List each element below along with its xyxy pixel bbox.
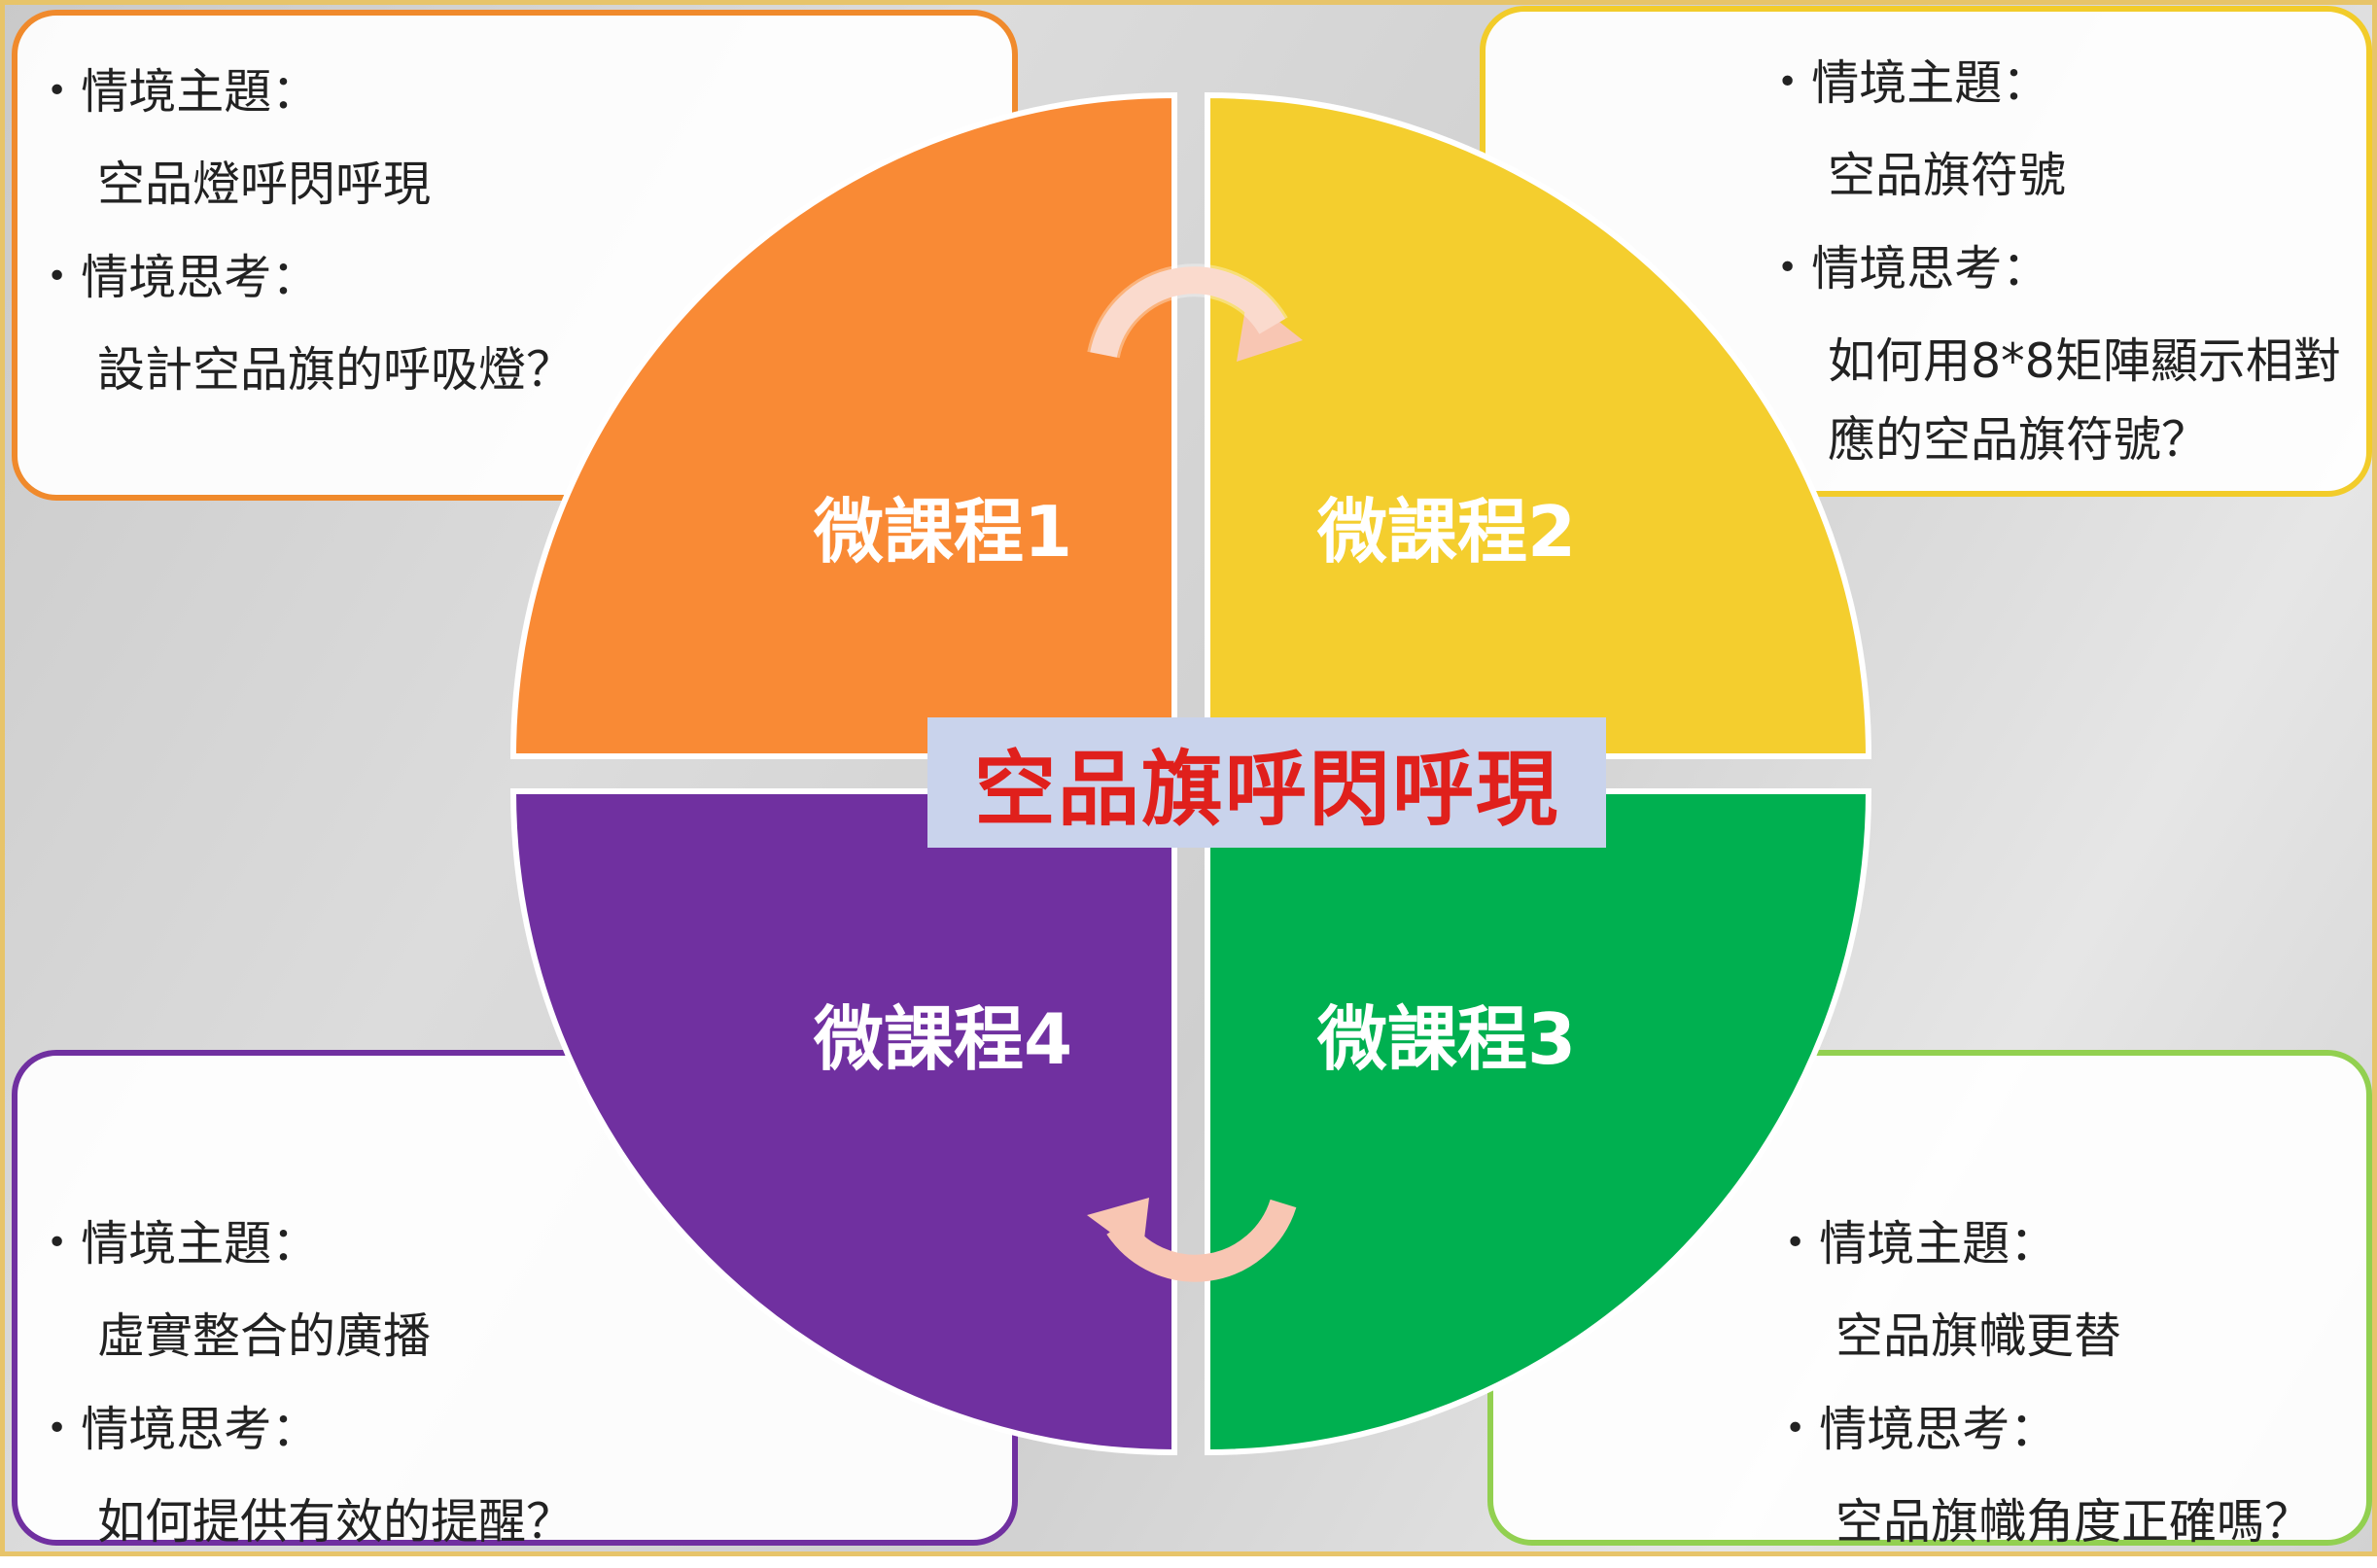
question-text: 設計空品旗的呼吸燈？ xyxy=(97,342,575,398)
topic-label: 情境主題： xyxy=(1785,1197,2312,1290)
cycle-arrow-top-icon xyxy=(1087,263,1303,362)
topic-label: 情境主題： xyxy=(47,1197,574,1290)
quadrant-1-label: 微課程1 xyxy=(813,491,1073,573)
quadrant-3 xyxy=(1205,788,1872,1456)
question-text-line1: 如何用8*8矩陣顯示相對 xyxy=(1828,333,2341,389)
topic-text: 空品燈呼閃呼現 xyxy=(97,157,432,212)
quadrant-3-label: 微課程3 xyxy=(1316,998,1577,1080)
topic-text: 空品旗幟更替 xyxy=(1835,1308,2122,1364)
card-micro-course-1: 情境主題： 空品燈呼閃呼現 情境思考： 設計空品旗的呼吸燈？ xyxy=(12,10,1018,501)
topic-text: 虛實整合的廣播 xyxy=(97,1308,432,1364)
topic-label: 情境主題： xyxy=(1777,36,2341,129)
center-title: 空品旗呼閃呼現 xyxy=(927,717,1606,848)
question-text: 如何提供有效的提醒？ xyxy=(97,1494,575,1550)
quadrant-4-label: 微課程4 xyxy=(813,998,1073,1080)
quadrant-4 xyxy=(509,788,1177,1456)
question-label: 情境思考： xyxy=(1777,222,2341,315)
quadrant-2-label: 微課程2 xyxy=(1316,491,1577,573)
quadrant-1 xyxy=(509,91,1177,759)
quadrant-2 xyxy=(1205,91,1872,759)
question-label: 情境思考： xyxy=(47,230,574,324)
question-text: 空品旗幟角度正確嗎？ xyxy=(1835,1494,2313,1550)
topic-text: 空品旗符號 xyxy=(1828,148,2067,203)
cycle-arrow-bottom-icon xyxy=(1087,1198,1297,1282)
topic-label: 情境主題： xyxy=(47,45,574,138)
question-label: 情境思考： xyxy=(1785,1382,2312,1476)
question-label: 情境思考： xyxy=(47,1382,574,1476)
question-text-line2: 應的空品旗符號？ xyxy=(1828,412,2210,468)
